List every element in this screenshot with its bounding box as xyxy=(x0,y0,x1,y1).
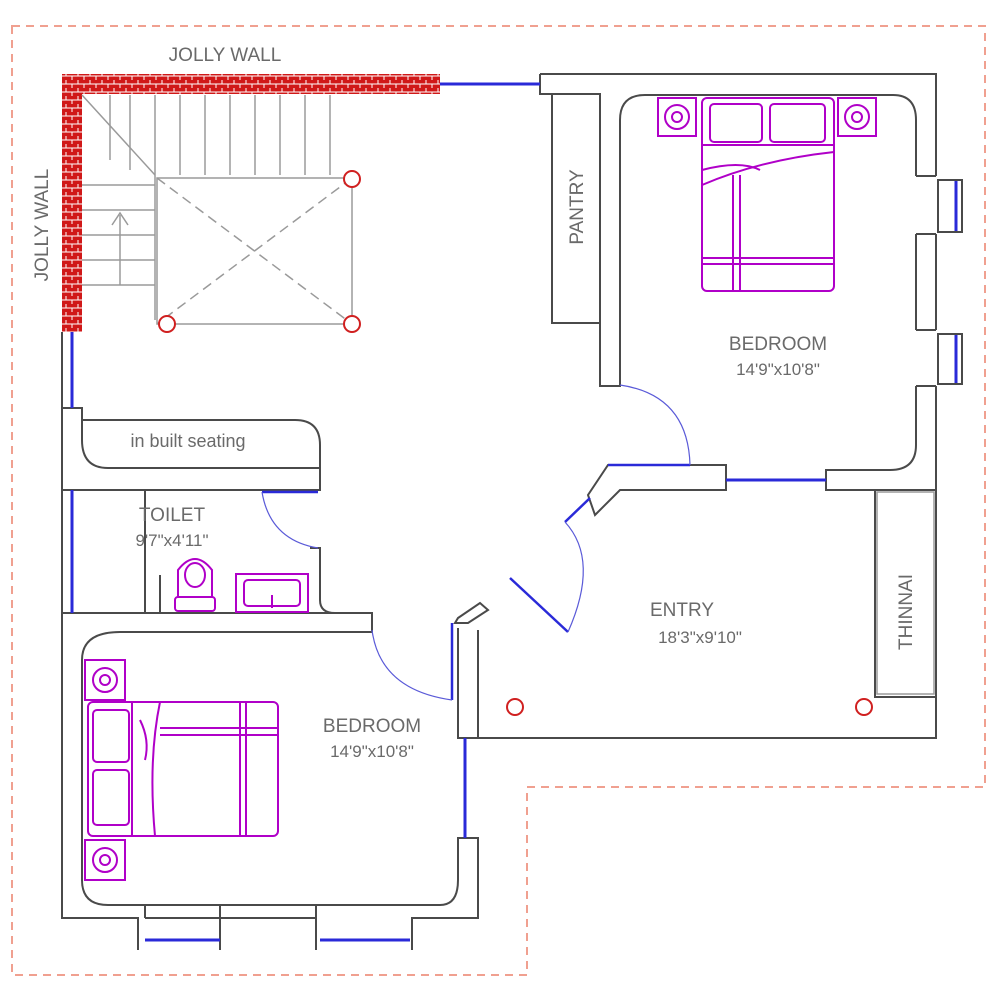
label-in-built-seating: in built seating xyxy=(130,431,245,451)
jolly-wall-top xyxy=(62,74,440,94)
bed-bottom xyxy=(84,659,279,881)
label-bedroom-top: BEDROOM xyxy=(729,334,827,355)
doors xyxy=(261,384,691,701)
label-bedroom-bottom: BEDROOM xyxy=(323,716,421,737)
staircase xyxy=(81,94,353,325)
thinnai-bench xyxy=(876,491,935,695)
label-bedroom-bottom-dim: 14'9"x10'8" xyxy=(330,742,414,761)
label-toilet-dim: 9'7"x4'11" xyxy=(135,531,208,550)
bed-top xyxy=(657,97,877,292)
jolly-wall-left xyxy=(62,74,82,332)
windows xyxy=(70,82,963,942)
label-thinnai: THINNAI xyxy=(896,574,917,650)
label-jolly-wall-left: JOLLY WALL xyxy=(32,169,53,282)
label-jolly-wall-top: JOLLY WALL xyxy=(169,45,282,66)
columns xyxy=(158,170,873,716)
site-boundary xyxy=(11,25,986,976)
label-entry-dim: 18'3"x9'10" xyxy=(658,628,742,647)
label-entry: ENTRY xyxy=(650,600,714,621)
label-pantry: PANTRY xyxy=(567,169,588,245)
toilet-fixtures xyxy=(174,558,309,613)
label-bedroom-top-dim: 14'9"x10'8" xyxy=(736,360,820,379)
label-toilet: TOILET xyxy=(139,505,206,526)
